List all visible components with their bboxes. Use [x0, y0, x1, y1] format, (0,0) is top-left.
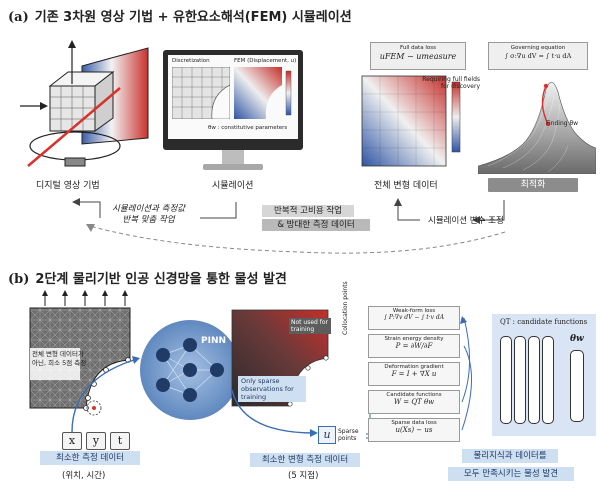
min-deform-sub: (5 지점): [288, 471, 319, 481]
section-a-flow-arrows: [72, 198, 506, 254]
loss-flow-arrows: [460, 316, 472, 431]
only-sparse-note: Only sparse observations for training: [238, 376, 306, 402]
pinn-to-output-arrows: [232, 390, 376, 439]
pinn-network: [140, 320, 240, 420]
dic-rig-illustration: [20, 40, 149, 167]
weak-form-loss-box: Weak-form loss ∫ P:∇v dV − ∫ t·v dA: [368, 306, 460, 330]
full-data-label: 전체 변형 데이터: [374, 181, 438, 191]
fem-title: FEM (Displacement, u): [234, 58, 297, 64]
min-deform-label: 최소한 변형 측정 데이터: [250, 453, 360, 467]
full-data-loss-title: Full data loss: [400, 45, 436, 51]
dic-label: 디지털 영상 기법: [36, 181, 100, 191]
strain-energy-box: Strain energy density P = ∂W/∂F: [368, 334, 460, 358]
discovery-line2: 모두 만족시키는 물성 발견: [448, 467, 574, 481]
optimization-surface: [478, 81, 596, 174]
massive-data-pill: & 방대한 측정 데이터: [262, 219, 370, 231]
full-data-loss-eq: uFEM − umeasure: [379, 52, 457, 61]
requiring-note: Requiring full fields for discovery: [422, 76, 480, 90]
discovery-line1: 물리지식과 데이터를: [462, 449, 558, 463]
full-field-plate: [361, 75, 461, 167]
mesh-note: 전체 변형 데이터가 아닌, 희소 5점 측정: [32, 350, 87, 367]
pinn-label: PINN: [201, 336, 227, 346]
governing-equation-box: Governing equation ∫ σ:∇u dV = ∫ t·u dA: [488, 42, 588, 70]
not-used-note: Not used for training: [289, 318, 331, 334]
simulation-label: 시뮬레이션: [212, 181, 254, 191]
output-u: u: [318, 426, 336, 444]
optimization-label: 최적화: [488, 178, 578, 192]
repeat-work-pill: 반복적 고비용 작업: [262, 205, 354, 217]
discretization-title: Discretization: [172, 58, 210, 64]
candidate-functions-box: Candidate functions W = QT θw: [368, 390, 460, 414]
finding-theta-note: Finding θw: [546, 120, 579, 127]
governing-title: Governing equation: [510, 45, 566, 51]
candidate-bars: [500, 330, 564, 430]
param-adjust-text: 시뮬레이션 변수 조정: [428, 216, 504, 226]
full-data-loss-box: Full data loss uFEM − umeasure: [370, 42, 466, 70]
input-x: x: [62, 432, 82, 450]
monitor-stand: [203, 164, 263, 170]
candidate-title: QT : candidate functions: [500, 318, 588, 326]
sparse-data-loss-box: Sparse data loss u(Xs) − us: [368, 418, 460, 442]
min-measure-sub: (위치, 시간): [62, 471, 106, 481]
theta-label: θw: [570, 334, 584, 344]
fem-displacement-field: [234, 67, 292, 119]
sparse-mesh-plate: [29, 290, 131, 416]
input-y: y: [86, 432, 106, 450]
monitor-screen: Discretization FEM (Displacement, u): [168, 55, 298, 139]
min-measure-label: 최소한 측정 데이터: [40, 451, 140, 465]
constitutive-caption: θw : constitutive parameters: [208, 125, 288, 131]
monitor-neck: [222, 150, 244, 164]
governing-eq: ∫ σ:∇u dV = ∫ t·u dA: [504, 52, 572, 60]
theta-vector: [570, 350, 584, 422]
loss-box-stack: Weak-form loss ∫ P:∇v dV − ∫ t·v dA Stra…: [368, 306, 460, 442]
discretization-mesh: [172, 67, 230, 119]
section-b-title: (b)2단계 물리기반 인공 신경망을 통한 물성 발견: [8, 272, 287, 287]
iterative-fitting-text: 시뮬레이션과 측정값 반복 맞춤 작업: [112, 204, 186, 225]
monitor: Discretization FEM (Displacement, u): [163, 50, 303, 150]
sparse-points-label: Sparse points: [338, 428, 359, 442]
deformation-gradient-box: Deformation gradient F = I + ∇X u: [368, 362, 460, 386]
input-t: t: [110, 432, 130, 450]
collocation-label: Collocation points: [342, 281, 349, 335]
input-arrows: [71, 356, 140, 433]
section-a-title: (a)기존 3차원 영상 기법 + 유한요소해석(FEM) 시뮬레이션: [8, 10, 352, 25]
